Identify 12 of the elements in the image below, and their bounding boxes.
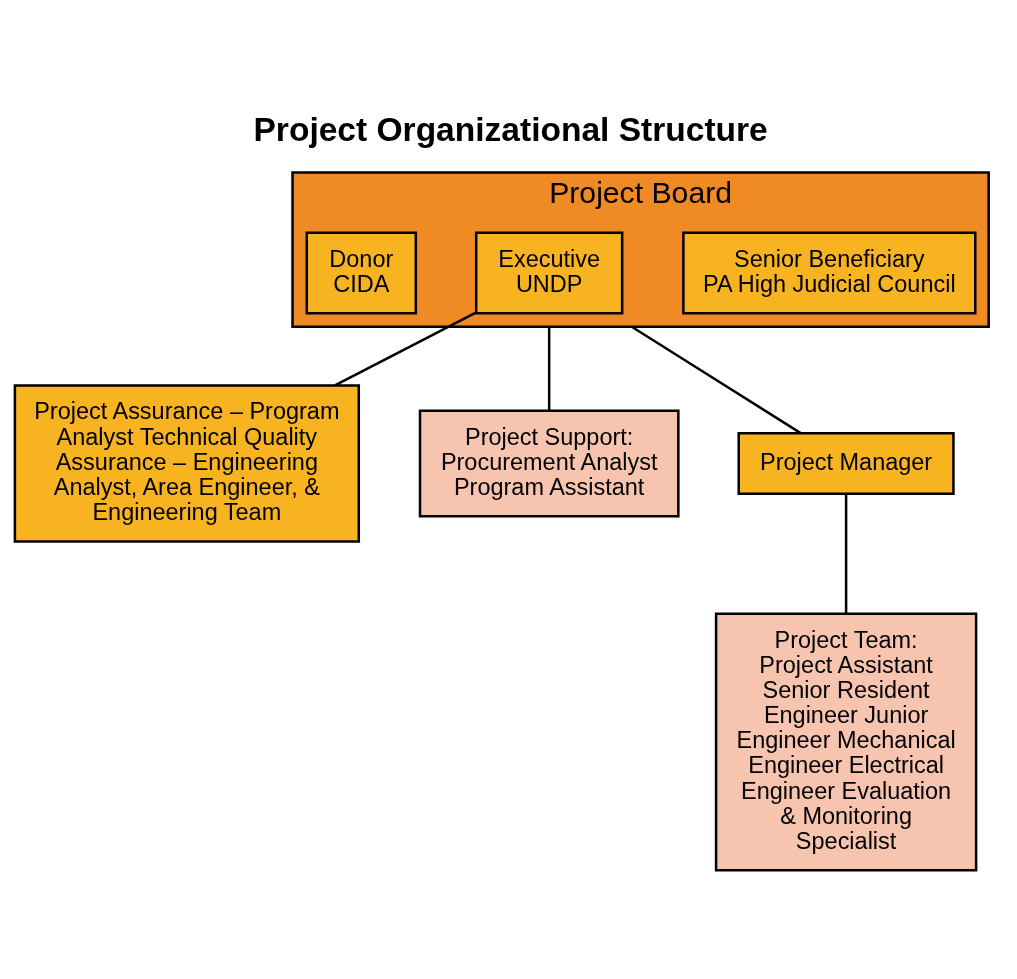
node-box: Donor CIDA (305, 231, 418, 315)
node-box: Senior Beneficiary PA High Judicial Council (682, 231, 977, 315)
node-box: Project Manager (737, 432, 955, 495)
node-box: Project Assurance – Program Analyst Technical Quality Assurance – Engineering Analyst, Area Engineer, & Engineering Team (13, 384, 361, 543)
connector (334, 311, 477, 387)
connector (844, 494, 848, 614)
node-box: Project Team: Project Assistant Senior Resident Engineer Junior Engineer Mechanical Engineer Electrical Engineer Evaluation & Monitoring Specialist (714, 612, 978, 872)
node-box: Executive UNDP (474, 231, 624, 315)
connector (547, 326, 551, 411)
connector (631, 325, 802, 435)
diagram-title: Project Organizational Structure (253, 110, 768, 148)
node-box: Project Support: Procurement Analyst Program Assistant (418, 409, 680, 518)
